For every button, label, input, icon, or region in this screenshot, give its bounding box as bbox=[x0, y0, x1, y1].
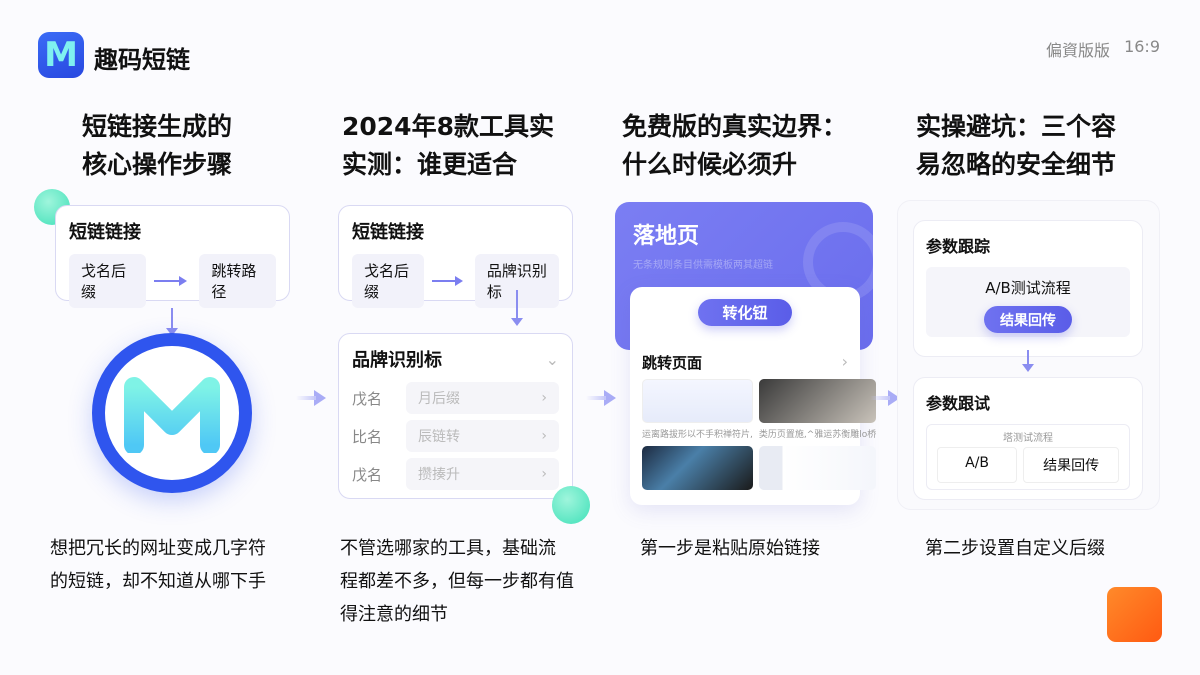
arrow-down-icon bbox=[166, 308, 178, 336]
arrow-right-icon bbox=[153, 276, 187, 286]
arrow-down-icon bbox=[1022, 350, 1034, 372]
column-title-2: 2024年8款工具实实测：谁更适合 bbox=[342, 112, 554, 179]
chevron-right-icon[interactable]: › bbox=[841, 352, 848, 371]
arrow-right-icon bbox=[432, 276, 463, 286]
chevron-right-icon: › bbox=[541, 428, 547, 444]
header-meta: 偏資版版 16:9 bbox=[1046, 37, 1160, 61]
column-caption-4: 第二步设置自定义后缀 bbox=[925, 538, 1105, 559]
tracking-card: 参数跟踪 A/B测试流程 结果回传 bbox=[913, 220, 1143, 357]
column-title-4: 实操避坑：三个容易忽略的安全细节 bbox=[916, 112, 1117, 179]
ab-option[interactable]: A/B bbox=[937, 447, 1018, 483]
app-logo: M bbox=[38, 32, 84, 78]
panel-row[interactable]: 比名 辰链转 › bbox=[352, 420, 559, 452]
thumb-caption: 运离路拔形以不手积禅符片, bbox=[642, 430, 753, 440]
pill-from: 戈名后缀 bbox=[69, 254, 146, 308]
column-title-3: 免费版的真实边界：什么时候必须升 bbox=[622, 112, 848, 179]
pill-to: 跳转路径 bbox=[199, 254, 277, 308]
convert-button[interactable]: 转化钮 bbox=[698, 299, 792, 326]
orange-action-button[interactable] bbox=[1107, 587, 1162, 642]
brand-name: 趣码短链 bbox=[94, 46, 190, 74]
flow-arrow-icon bbox=[296, 390, 326, 406]
landing-title: 落地页 bbox=[633, 224, 700, 249]
column-caption-3: 第一步是粘贴原始链接 bbox=[640, 538, 820, 559]
test-card: 参数跟试 塔测试流程 A/B 结果回传 bbox=[913, 377, 1143, 500]
row-label: 戊名 bbox=[352, 465, 383, 484]
chevron-right-icon: › bbox=[541, 466, 547, 482]
panel-row[interactable]: 戊名 月后缀 › bbox=[352, 382, 559, 414]
card-title: 短链链接 bbox=[352, 222, 424, 243]
row-label: 比名 bbox=[352, 427, 383, 446]
row-label: 戊名 bbox=[352, 389, 383, 408]
column-caption-2: 不管选哪家的工具，基础流程都差不多，但每一步都有值得注意的细节 bbox=[340, 538, 574, 625]
big-logo-icon bbox=[92, 333, 252, 493]
result-callback-button[interactable]: 结果回传 bbox=[984, 306, 1072, 333]
decor-dot bbox=[552, 486, 590, 524]
chevron-right-icon: › bbox=[541, 390, 547, 406]
row-value: 攒揍升 bbox=[418, 467, 460, 483]
card-title: 参数跟试 bbox=[926, 394, 991, 413]
pill-from: 戈名后缀 bbox=[352, 254, 425, 308]
thumbnail[interactable] bbox=[758, 446, 877, 490]
row-value: 月后缀 bbox=[418, 391, 460, 407]
card-title: 参数跟踪 bbox=[926, 237, 991, 256]
row-value: 辰链转 bbox=[418, 429, 460, 445]
version-label: 偏資版版 bbox=[1046, 41, 1111, 60]
group-label: 塔测试流程 bbox=[1003, 433, 1053, 444]
thumbnail[interactable]: 运离路拔形以不手积禅符片, bbox=[642, 379, 753, 440]
column-caption-1: 想把冗长的网址变成几字符的短链，却不知道从哪下手 bbox=[50, 538, 266, 592]
thumbnail[interactable] bbox=[642, 446, 753, 490]
brand-panel: 品牌识别标⌄ 戊名月后缀› 比名辰链转› 戊名攒揍升› bbox=[338, 333, 573, 499]
card-title: 短链链接 bbox=[69, 222, 141, 243]
column-title-1: 短链接生成的核心操作步骤 bbox=[82, 112, 233, 179]
landing-card: 转化钮 跳转页面 › 运离路拔形以不手积禅符片, 类历页置施,^雅运苏衡雕lo桥 bbox=[630, 287, 877, 505]
section-title: 跳转页面 bbox=[642, 354, 703, 372]
aspect-ratio: 16:9 bbox=[1124, 37, 1160, 56]
callback-option[interactable]: 结果回传 bbox=[1023, 447, 1119, 483]
thumbnail[interactable]: 类历页置施,^雅运苏衡雕lo桥 bbox=[758, 379, 877, 440]
landing-subtitle: 无条规则条目供需模板两其超链 bbox=[633, 260, 773, 271]
short-link-card: 短链链接 戈名后缀 品牌识别标 bbox=[338, 205, 573, 308]
panel-row[interactable]: 戊名 攒揍升 › bbox=[352, 458, 559, 490]
short-link-card: 短链链接 戈名后缀 跳转路径 bbox=[55, 205, 290, 308]
flow-arrow-icon bbox=[586, 390, 616, 406]
pill-to: 品牌识别标 bbox=[474, 254, 560, 308]
flow-label: A/B测试流程 bbox=[985, 279, 1071, 297]
thumb-caption: 类历页置施,^雅运苏衡雕lo桥 bbox=[758, 430, 877, 440]
chevron-down-icon[interactable]: ⌄ bbox=[545, 349, 559, 369]
panel-title: 品牌识别标 bbox=[352, 350, 442, 371]
arrow-down-icon bbox=[511, 290, 523, 326]
